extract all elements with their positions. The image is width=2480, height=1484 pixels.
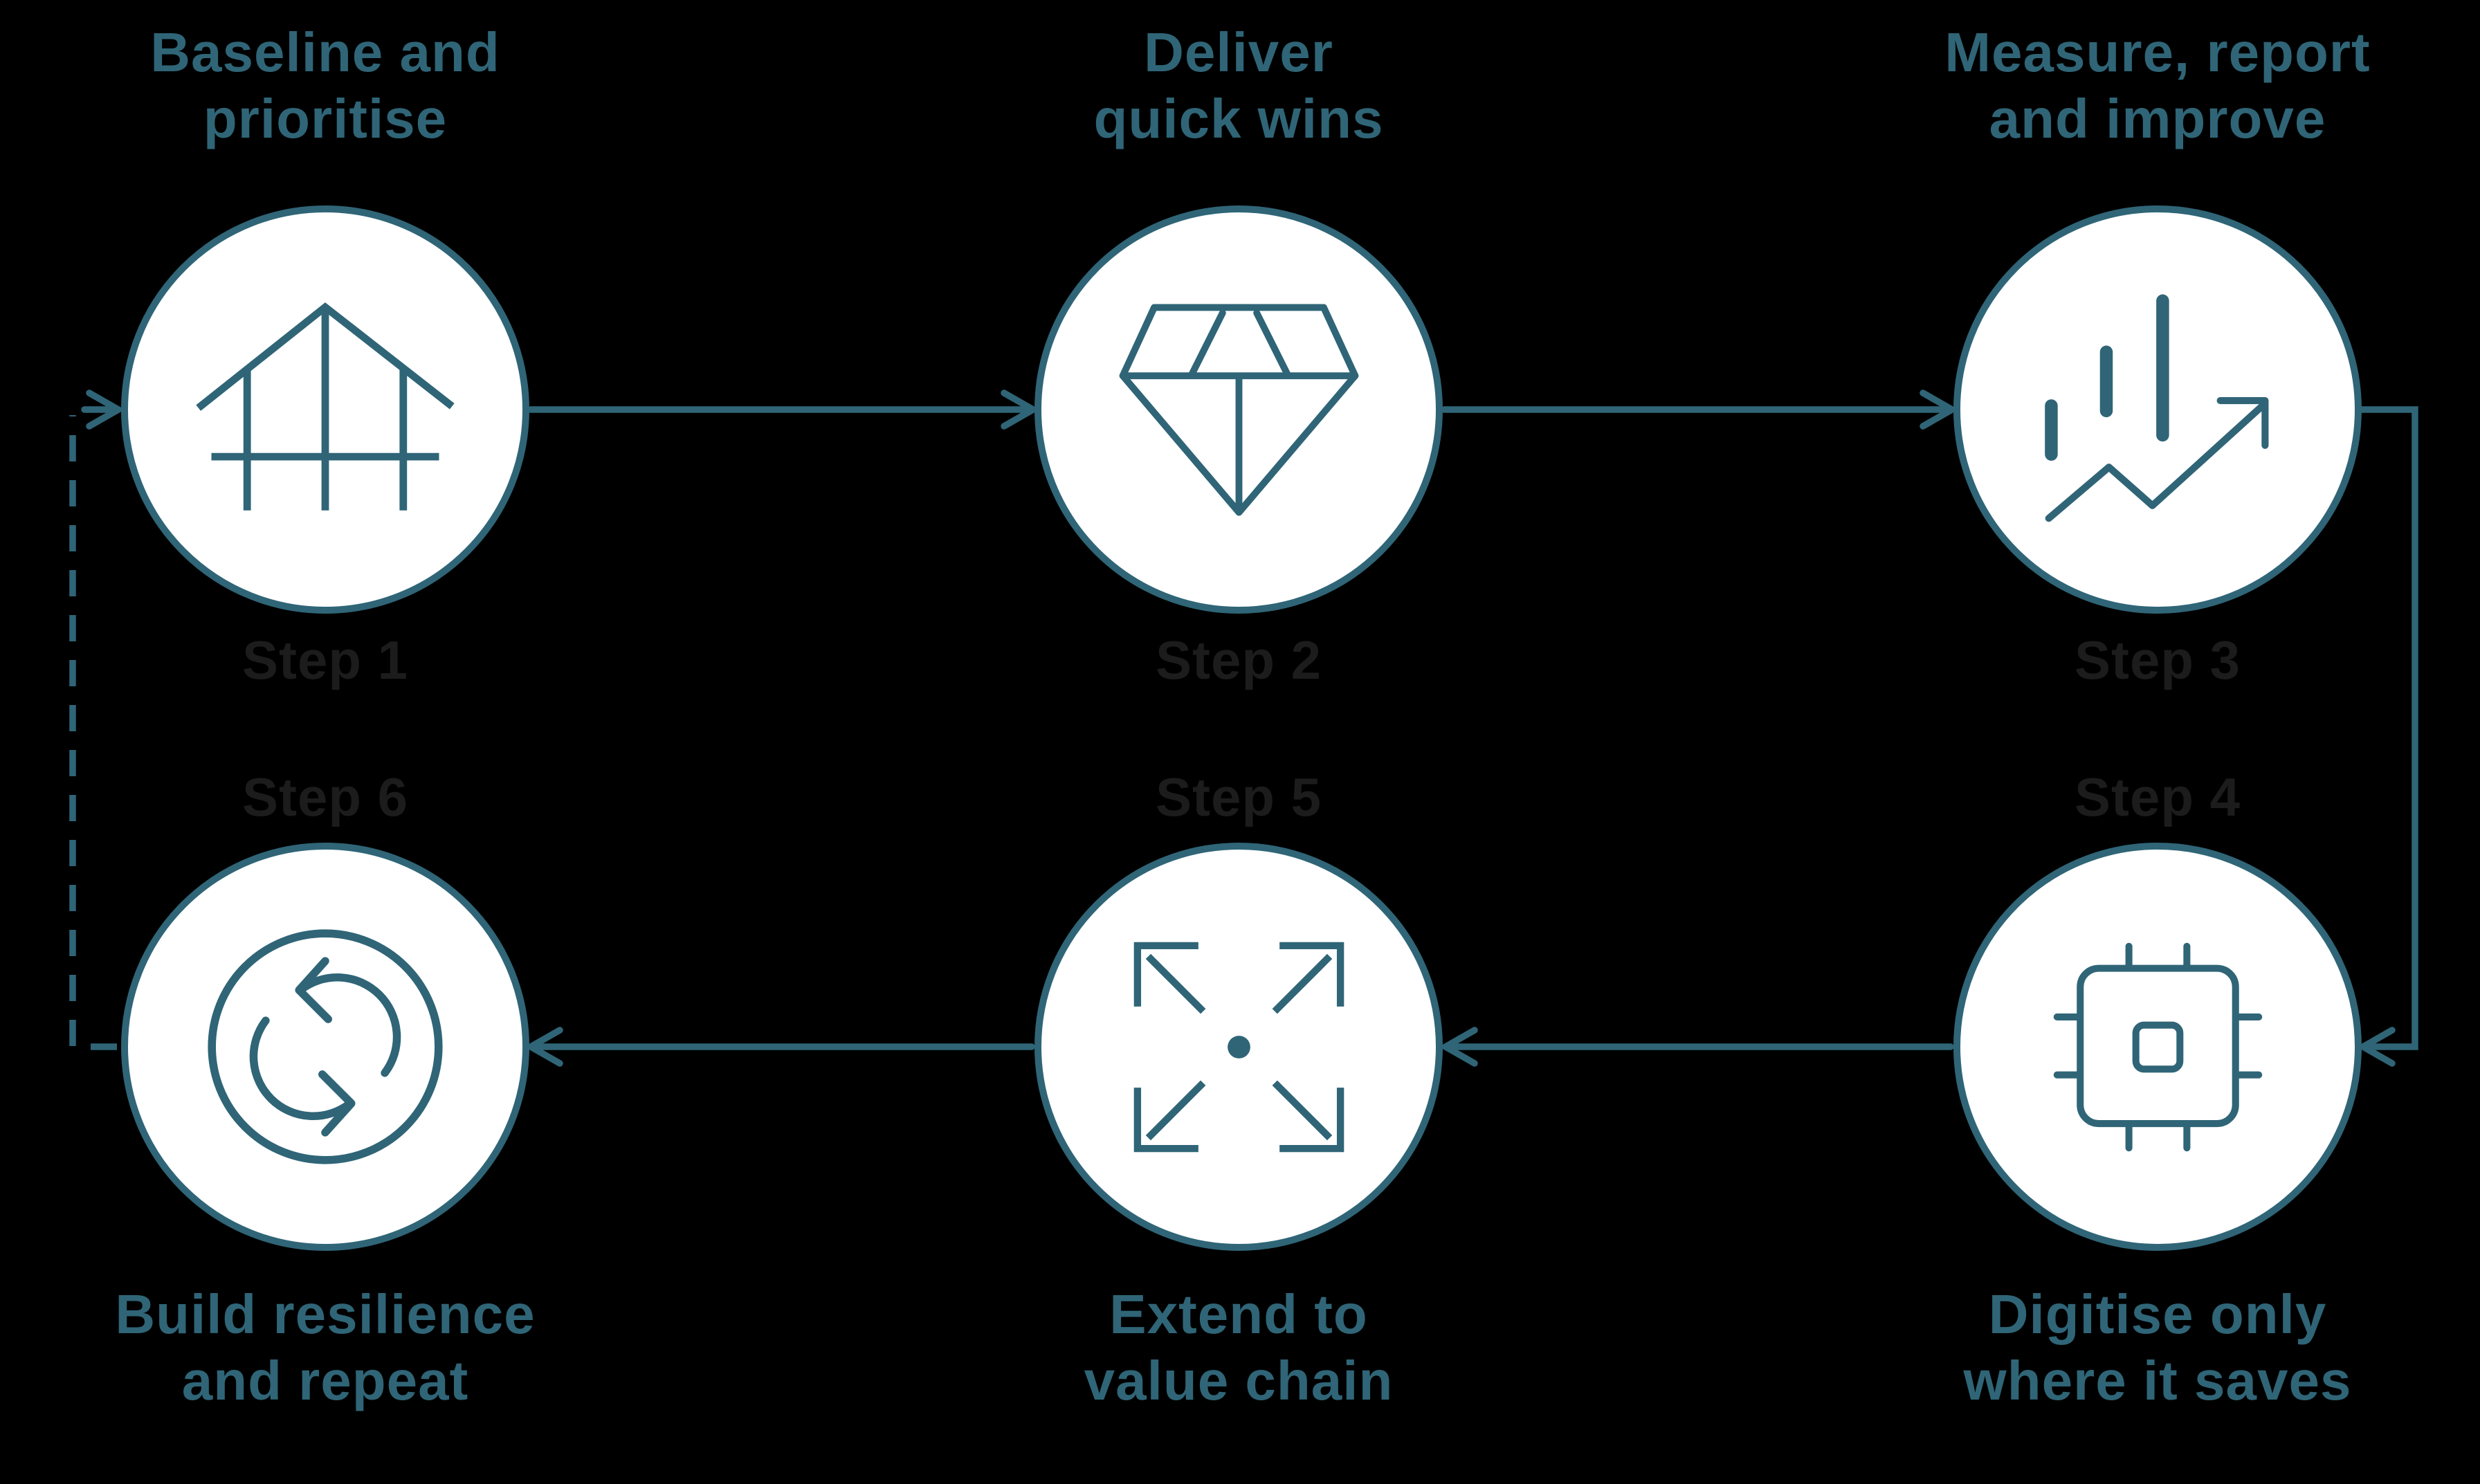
step-6-title-line2: and repeat <box>181 1350 469 1411</box>
step-6-title: Build resilience and repeat <box>0 1281 706 1414</box>
diamond-icon <box>1119 303 1358 516</box>
step-4-title-line2: where it saves <box>1963 1350 2352 1411</box>
step-node-6: Step 6 Build resilience and repeat <box>0 0 706 1484</box>
step-2-title: Deliver quick wins <box>858 19 1619 152</box>
step-2-label: Step 2 <box>1155 630 1322 690</box>
step-5-title-line2: value chain <box>1084 1350 1394 1411</box>
step-2-circle <box>1034 205 1443 614</box>
step-3-title: Measure, report and improve <box>1777 19 2480 152</box>
step-3-title-line2: and improve <box>1989 88 2326 149</box>
step-4-circle <box>1953 843 2362 1251</box>
step-4-label: Step 4 <box>2074 767 2241 827</box>
step-node-4: Step 4 Digitise only where it saves <box>1777 0 2480 1484</box>
step-1-circle <box>121 205 529 614</box>
step-6-title-line1: Build resilience <box>115 1283 536 1345</box>
step-6-circle <box>121 843 529 1251</box>
step-node-5: Step 5 Extend to value chain <box>858 0 1619 1484</box>
step-2-title-line2: quick wins <box>1093 88 1384 149</box>
step-node-2: Deliver quick wins Step 2 <box>858 0 1619 1484</box>
step-5-title-line1: Extend to <box>1109 1283 1368 1345</box>
growth-chart-icon <box>2045 294 2269 522</box>
refresh-cycle-icon <box>208 929 443 1164</box>
step-5-label: Step 5 <box>1155 767 1322 827</box>
step-1-title: Baseline and prioritise <box>0 19 706 152</box>
step-4-title-line1: Digitise only <box>1988 1283 2327 1345</box>
step-3-circle <box>1953 205 2362 614</box>
step-1-title-line2: prioritise <box>203 88 448 149</box>
step-1-label: Step 1 <box>241 630 409 690</box>
step-node-3: Measure, report and improve Step 3 <box>1777 0 2480 1484</box>
step-2-title-line1: Deliver <box>1144 21 1333 83</box>
step-5-title: Extend to value chain <box>858 1281 1619 1414</box>
step-node-1: Baseline and prioritise Step 1 <box>0 0 706 1484</box>
step-3-label: Step 3 <box>2074 630 2241 690</box>
step-6-label: Step 6 <box>241 767 409 827</box>
house-frame-icon <box>196 302 455 511</box>
step-3-title-line1: Measure, report <box>1944 21 2371 83</box>
cpu-chip-icon <box>2053 942 2262 1151</box>
expand-arrows-icon <box>1133 942 1344 1152</box>
step-1-title-line1: Baseline and <box>150 21 500 83</box>
step-5-circle <box>1034 843 1443 1251</box>
step-4-title: Digitise only where it saves <box>1777 1281 2480 1414</box>
